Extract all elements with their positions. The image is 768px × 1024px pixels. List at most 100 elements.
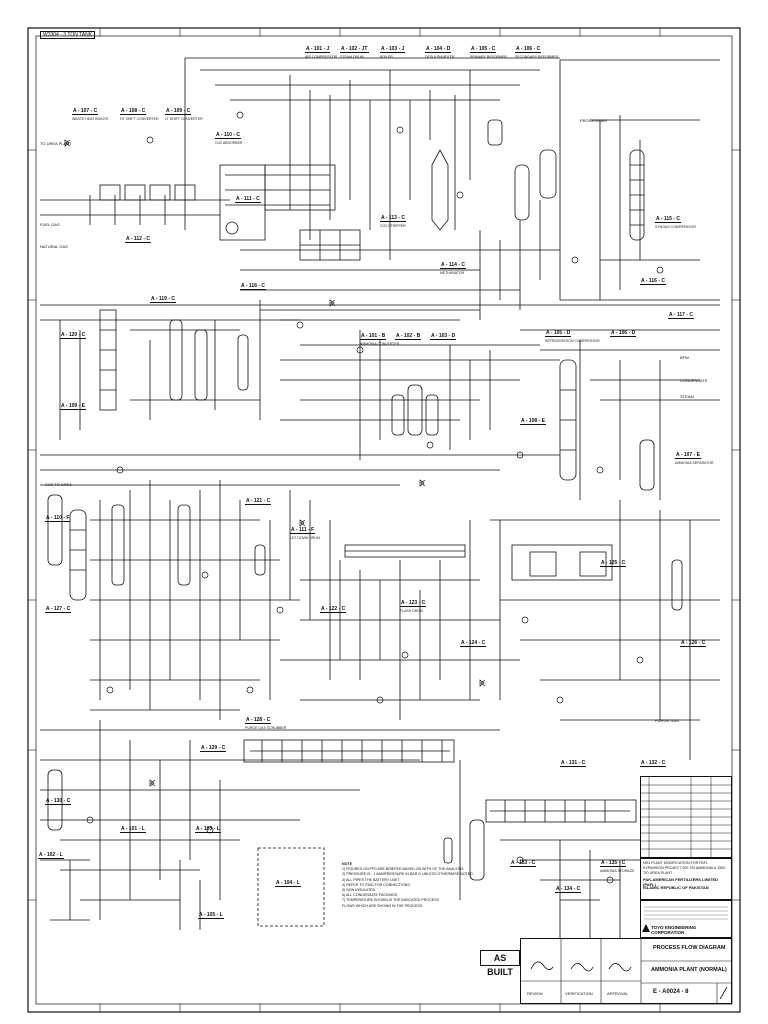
equipment-tag: A - 131 - C — [560, 760, 587, 767]
equipment-tag: A - 121 - C — [245, 498, 272, 505]
equipment-tag: A - 123 - C — [400, 600, 427, 607]
company-name: TOYO ENGINEERING CORPORATION — [651, 925, 697, 935]
equipment-description: SYNGAS COMPRESSOR — [655, 225, 696, 229]
equipment-tag: A - 118 - C — [240, 283, 266, 290]
project-line-2: ISLAMIC REPUBLIC OF PAKISTAN — [643, 885, 709, 890]
drawing-number: E - A0024 - 8 — [653, 989, 689, 995]
equipment-tag: A - 101 - J — [305, 46, 331, 53]
equipment-description: BOILER — [380, 55, 393, 59]
equipment-description: AMMONIA SEPARATOR — [675, 461, 714, 465]
equipment-description: FLASH DRUM — [400, 609, 423, 613]
note-line: 2) PRESSURE IS : 1 AMMPRESSURE IN BAR G … — [342, 872, 474, 877]
equipment-tag: A - 126 - C — [680, 640, 707, 647]
company-logo-icon — [642, 924, 650, 932]
equipment-tag: A - 106 - C — [515, 46, 542, 53]
equipment-tag: A - 103 - J — [380, 46, 406, 53]
equipment-tag: A - 129 - C — [200, 745, 227, 752]
equipment-tag: A - 122 - C — [320, 606, 347, 613]
equipment-tag: A - 109 - C — [165, 108, 192, 115]
equipment-tag: A - 107 - C — [72, 108, 99, 115]
sign-review-label: REVIEW — [527, 991, 543, 996]
equipment-tag: A - 127 - C — [45, 606, 72, 613]
equipment-tag: A - 111 - C — [235, 196, 261, 203]
equipment-tag: A - 117 - C — [668, 312, 694, 319]
stream-label: TO UREA PLANT — [40, 141, 72, 146]
equipment-tag: A - 103 - L — [195, 826, 221, 833]
equipment-tag: A - 114 - C — [440, 262, 466, 269]
sign-approval-label: APPROVAL — [607, 991, 629, 996]
drawing-title: PROCESS FLOW DIAGRAM — [653, 945, 726, 951]
equipment-description: LT SHIFT CONVERTER — [165, 117, 203, 121]
drawing-subtitle: AMMONIA PLANT (NORMAL) — [651, 967, 727, 973]
equipment-tag: A - 105 - D — [545, 330, 572, 337]
equipment-description: PRIMARY REFORMER — [470, 55, 507, 59]
equipment-tag: A - 104 - L — [275, 880, 301, 887]
stream-label: CONDENSATE — [680, 378, 708, 383]
equipment-description: REFRIGERATION COMPRESSOR — [545, 339, 600, 343]
equipment-description: STEAM DRUM — [340, 55, 364, 59]
stream-label: BFW — [680, 355, 689, 360]
legal-text-lines — [644, 906, 728, 920]
equipment-tag: A - 105 - L — [198, 912, 224, 919]
equipment-tag: A - 108 - E — [520, 418, 546, 425]
project-note: NH3 PLANT MODIFICATION FOR PAFL EXPANSIO… — [643, 861, 726, 875]
as-built-stamp: AS BUILT — [480, 950, 520, 977]
equipment-tag: A - 104 - D — [425, 46, 452, 53]
equipment-description: WASTE HEAT BOILER — [72, 117, 109, 121]
stream-label: NATURAL GAS — [40, 244, 68, 249]
notes-header: NOTE — [342, 862, 352, 866]
equipment-tag: A - 103 - D — [430, 333, 457, 340]
equipment-tag: A - 134 - C — [555, 886, 582, 893]
equipment-description: PURGE GAS SCRUBBER — [245, 726, 287, 730]
equipment-tag: A - 133 - C — [510, 860, 537, 867]
equipment-tag: A - 135 - C — [600, 860, 627, 867]
note-line: 5) NON-INSULATED. — [342, 888, 377, 893]
equipment-tag: A - 102 - L — [38, 852, 64, 859]
equipment-tag: A - 101 - B — [360, 333, 387, 340]
equipment-tag: A - 110 - F — [45, 515, 71, 522]
equipment-description: DESULPHURIZER — [425, 55, 455, 59]
equipment-tag: A - 106 - D — [610, 330, 637, 337]
title-block: REVIEW VERIFICATION APPROVAL PROCESS FLO… — [520, 938, 732, 1004]
equipment-tag: A - 120 - C — [60, 332, 87, 339]
drawing-corner-tag: W3304 - 3 TON TANK — [40, 31, 96, 39]
note-line: 6) ALL CONDENSATE PACKINGS — [342, 893, 398, 898]
equipment-tag: A - 128 - C — [245, 717, 272, 724]
equipment-description: AMMONIA CONVERTER — [360, 342, 400, 346]
equipment-tag: A - 105 - C — [470, 46, 497, 53]
equipment-tag: A - 125 - C — [600, 560, 627, 567]
revision-table — [640, 776, 732, 858]
equipment-description: LET DOWN DRUM — [290, 536, 320, 540]
note-line: 1) FIGURES ON PFD ARE BRIEFED BASED ON W… — [342, 867, 465, 872]
equipment-tag: A - 101 - L — [120, 826, 146, 833]
stream-label: PURGE GAS — [655, 718, 679, 723]
equipment-tag: A - 102 - B — [395, 333, 422, 340]
equipment-tag: A - 109 - E — [60, 403, 86, 410]
equipment-tag: A - 116 - C — [640, 278, 666, 285]
equipment-description: AIR COMPRESSOR — [305, 55, 338, 59]
project-line-1: PAK-AMERICAN FERTILIZERS LIMITED (PAFL) — [643, 877, 719, 887]
equipment-description: AMMONIA STORAGE — [600, 869, 635, 873]
stream-label: FUEL GAS — [40, 222, 60, 227]
note-line: 4) REFER TO P&ID FOR CONNECTIONS. — [342, 882, 411, 887]
equipment-description: METHANATOR — [440, 271, 465, 275]
stream-label: PROCESS AIR — [580, 118, 608, 123]
equipment-tag: A - 115 - C — [655, 216, 681, 223]
equipment-tag: A - 102 - JT — [340, 46, 369, 53]
equipment-tag: A - 124 - C — [460, 640, 487, 647]
equipment-description: HT SHIFT CONVERTER — [120, 117, 159, 121]
stream-label: STEAM — [680, 394, 694, 399]
equipment-description: CO2 STRIPPER — [380, 224, 406, 228]
note-line: FLOWS WHICH ARE SHOWN IN THE PROCESS. — [342, 903, 424, 908]
sign-verification-label: VERIFICATION — [565, 991, 593, 996]
note-line: 3) ALL PIPES THE BATTERY LIMIT — [342, 877, 400, 882]
equipment-tag: A - 112 - C — [125, 236, 151, 243]
equipment-tag: A - 113 - C — [380, 215, 406, 222]
equipment-tag: A - 107 - E — [675, 452, 701, 459]
note-line: 7) TEMPERATURE SHOWN IS THE INDICATED PR… — [342, 898, 439, 903]
title-block-grid — [521, 939, 731, 1003]
revision-grid — [641, 777, 731, 857]
